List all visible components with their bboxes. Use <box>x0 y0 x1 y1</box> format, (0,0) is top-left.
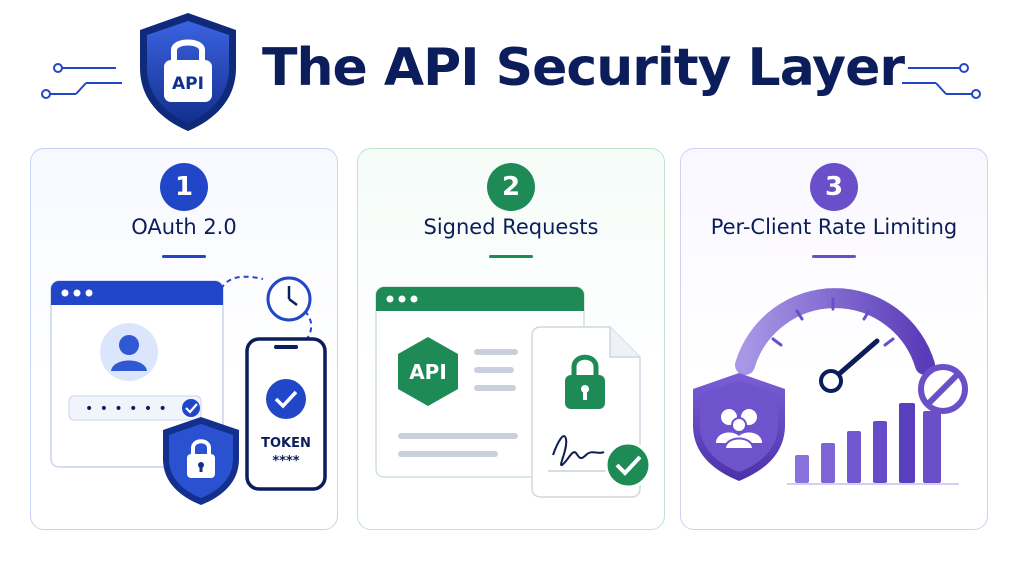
clock-icon <box>266 276 312 322</box>
header: API The API Security Layer <box>0 0 1024 140</box>
shield-users-icon <box>693 373 785 481</box>
check-icon <box>604 441 652 489</box>
card-rate-limiting: 3 Per-Client Rate Limiting <box>680 148 988 530</box>
title-underline <box>489 255 533 258</box>
step-number-badge: 3 <box>810 163 858 211</box>
lock-icon <box>565 354 605 409</box>
signed-requests-illustration: API <box>375 286 652 498</box>
signature-icon <box>548 435 614 472</box>
card-title: Per-Client Rate Limiting <box>710 215 958 239</box>
oauth-illustration: • • • • • • TOKEN **** <box>50 275 327 505</box>
api-hexagon-icon: API <box>398 337 458 406</box>
card-title: Signed Requests <box>423 215 599 239</box>
token-mask: **** <box>272 454 299 469</box>
title-underline <box>162 255 206 258</box>
circuit-decoration-left-icon <box>41 63 122 99</box>
circuit-decoration-right-icon <box>902 63 981 99</box>
blocked-icon <box>918 364 968 414</box>
shield-lock-icon <box>163 417 239 505</box>
check-icon <box>266 379 306 419</box>
speedometer-icon <box>735 288 935 393</box>
card-signed-requests: 2 Signed Requests API <box>357 148 665 530</box>
api-label: API <box>409 360 447 384</box>
user-avatar-icon <box>100 323 158 381</box>
page-title: The API Security Layer <box>262 38 905 98</box>
card-oauth: 1 OAuth 2.0 • • • • • • <box>30 148 338 530</box>
token-label: TOKEN <box>261 436 311 451</box>
card-title: OAuth 2.0 <box>131 215 237 239</box>
bar-chart-icon <box>787 403 959 485</box>
rate-limiting-illustration <box>693 288 968 485</box>
title-underline <box>812 255 856 258</box>
api-shield-lock-icon: API <box>140 13 236 131</box>
step-number-badge: 2 <box>487 163 535 211</box>
step-number-badge: 1 <box>160 163 208 211</box>
check-icon <box>182 399 200 417</box>
password-mask: • • • • • • <box>85 401 168 417</box>
badge-text: API <box>172 74 204 94</box>
